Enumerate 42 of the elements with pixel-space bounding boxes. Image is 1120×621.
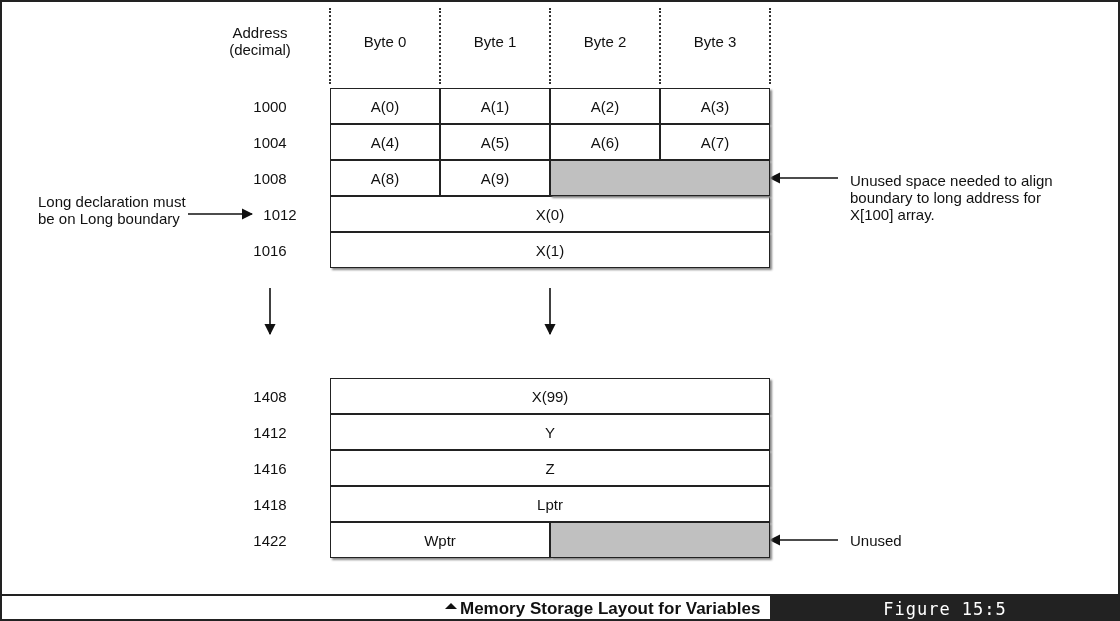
column-header: Byte 0	[362, 31, 408, 52]
memory-cell: A(0)	[330, 88, 440, 124]
memory-cell: A(1)	[440, 88, 550, 124]
column-header: Byte 2	[582, 31, 628, 52]
arrow	[768, 534, 839, 546]
memory-cell: A(3)	[660, 88, 770, 124]
address-label: 1412	[252, 422, 288, 443]
address-label: 1012	[252, 196, 308, 232]
memory-cell: Z	[330, 450, 770, 486]
memory-cell: Y	[330, 414, 770, 450]
annotation-text: Unused	[850, 522, 950, 558]
address-label: 1418	[252, 494, 288, 515]
memory-cell: A(5)	[440, 124, 550, 160]
memory-cell: X(99)	[330, 378, 770, 414]
memory-cell: A(7)	[660, 124, 770, 160]
address-label: 1416	[252, 458, 288, 479]
address-label: 1000	[252, 96, 288, 117]
memory-cell: A(8)	[330, 160, 440, 196]
column-header: Byte 3	[692, 31, 738, 52]
figure-caption: Memory Storage Layout for Variables	[460, 597, 762, 620]
memory-cell: X(1)	[330, 232, 770, 268]
memory-cell: A(4)	[330, 124, 440, 160]
memory-cell: Lptr	[330, 486, 770, 522]
address-label: 1004	[252, 132, 288, 153]
figure-number: Figure 15:5	[770, 596, 1120, 621]
annotation-text: Unused space needed to align boundary to long address for X[100] array.	[850, 165, 1080, 229]
memory-cell: Wptr	[330, 522, 550, 558]
unused-space-block	[550, 522, 770, 558]
unused-space-block	[550, 160, 770, 196]
address-label: 1422	[252, 530, 288, 551]
memory-cell: A(2)	[550, 88, 660, 124]
memory-cell: A(9)	[440, 160, 550, 196]
arrow	[768, 172, 839, 184]
memory-cell: A(6)	[550, 124, 660, 160]
column-header: Address (decimal)	[228, 23, 292, 60]
address-label: 1008	[252, 168, 288, 189]
column-header: Byte 1	[472, 31, 518, 52]
address-label: 1408	[252, 386, 288, 407]
memory-cell: X(0)	[330, 196, 770, 232]
annotation-text: Long declaration must be on Long boundary	[38, 178, 188, 242]
address-label: 1016	[252, 240, 288, 261]
arrow	[187, 208, 254, 220]
